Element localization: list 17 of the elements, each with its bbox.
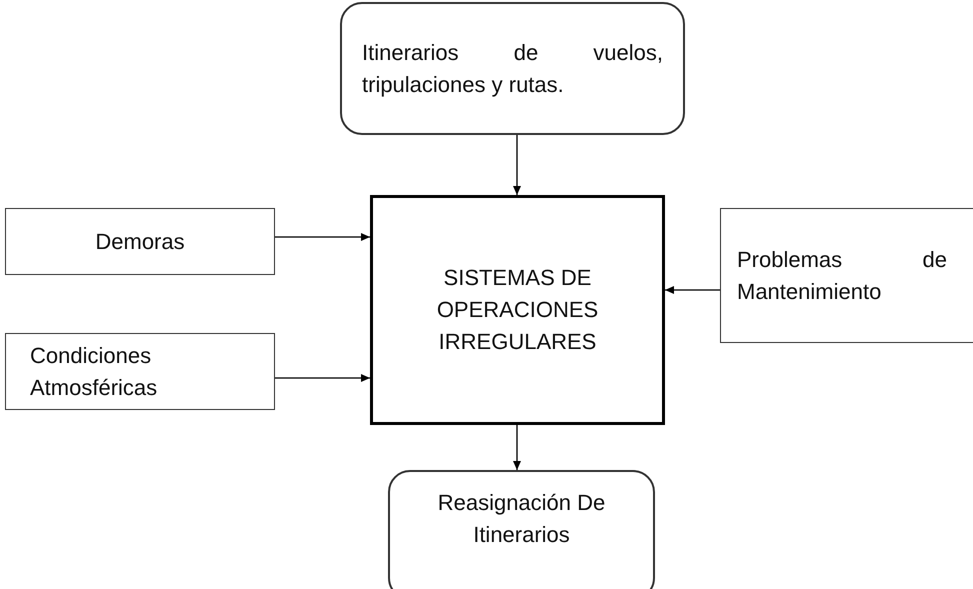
input-box bbox=[340, 2, 685, 135]
arrow bbox=[275, 233, 370, 241]
arrow bbox=[513, 425, 521, 470]
input-box bbox=[5, 208, 275, 275]
arrow bbox=[275, 374, 370, 382]
system-box bbox=[370, 195, 665, 425]
input-box bbox=[5, 333, 275, 410]
node-label: Problemas de Mantenimiento bbox=[736, 246, 948, 306]
node-label: SISTEMAS DE OPERACIONES IRREGULARES bbox=[436, 264, 600, 356]
node-label: Reasignación De Itinerarios bbox=[436, 489, 606, 549]
input-box bbox=[720, 208, 973, 343]
node-label: Itinerarios de vuelos, tripulaciones y rutas. bbox=[361, 38, 664, 99]
node-label: Condiciones Atmosféricas bbox=[29, 342, 158, 402]
output-box bbox=[388, 470, 655, 589]
arrow bbox=[513, 135, 521, 195]
arrow bbox=[665, 286, 720, 294]
node-label: Demoras bbox=[94, 228, 186, 256]
